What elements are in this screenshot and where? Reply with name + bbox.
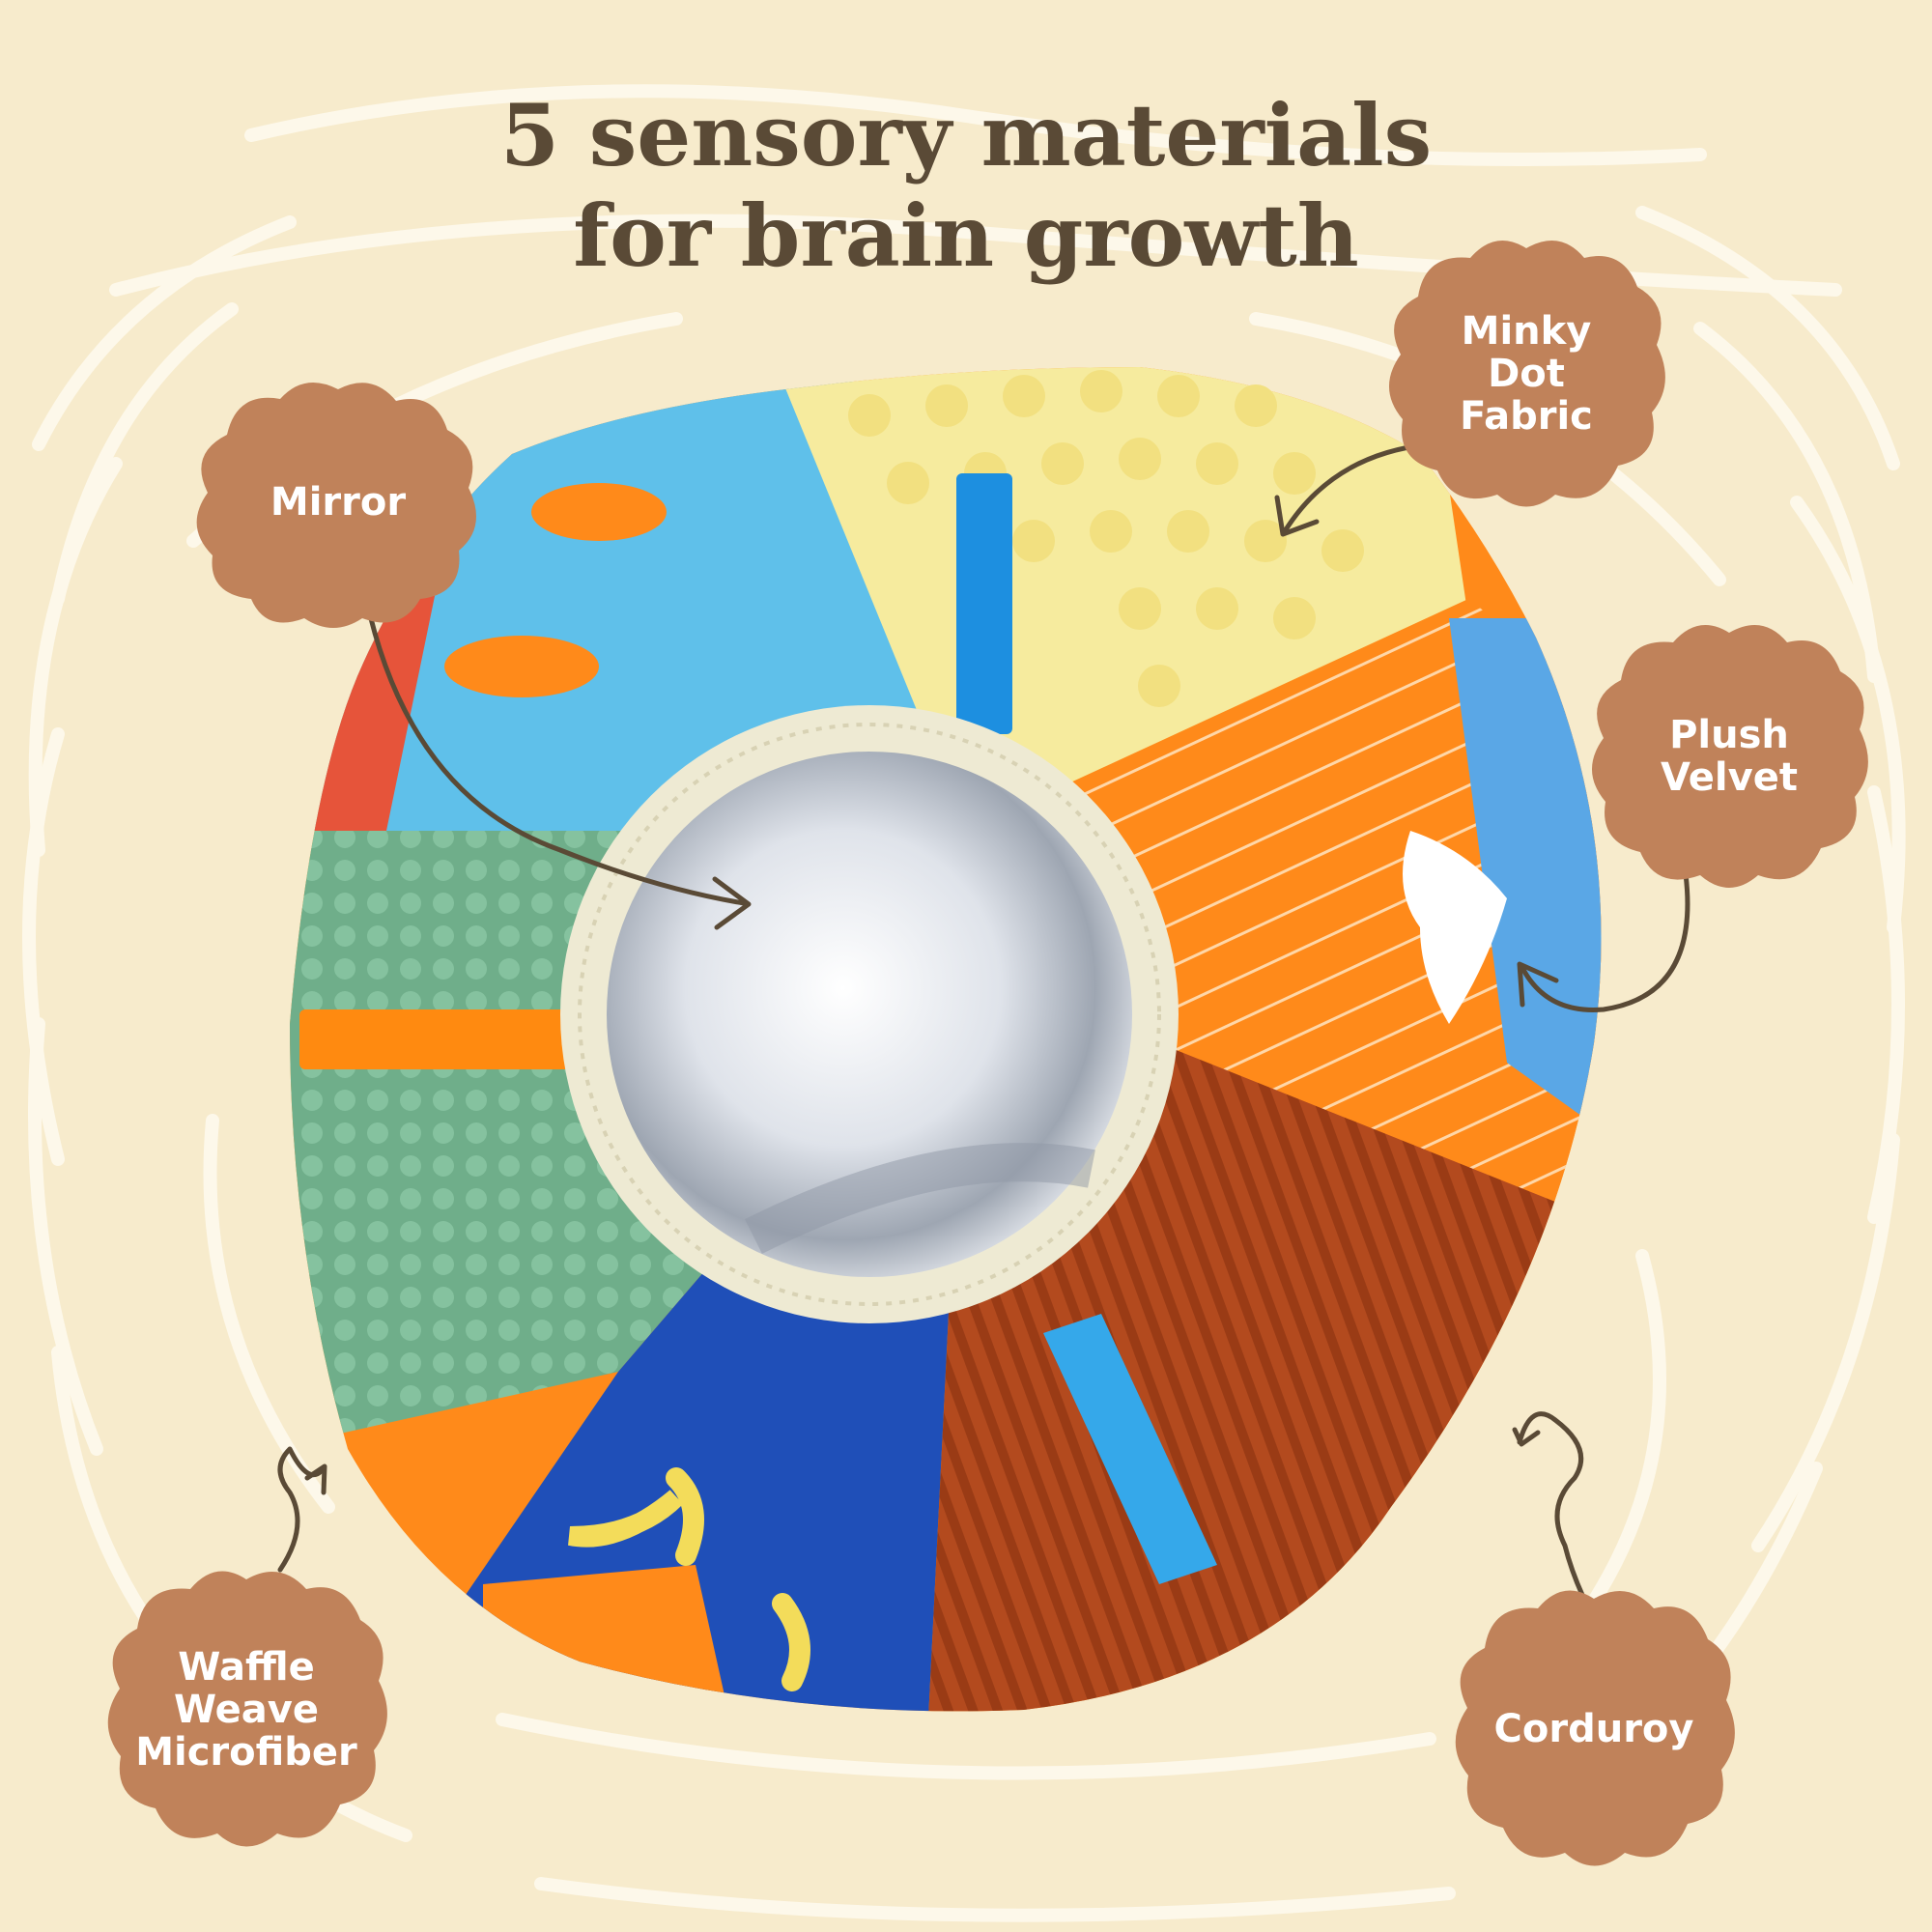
badge-waffle-weave-label: Waffle Weave Microfiber: [135, 1645, 357, 1775]
badge-minky-dot-label: Minky Dot Fabric: [1460, 309, 1593, 439]
headline-line-2: for brain growth: [573, 185, 1359, 286]
badge-blob-icon: [1591, 625, 1868, 888]
headline-line-1: 5 sensory materials: [499, 85, 1433, 185]
badge-plush-velvet: Plush Velvet: [1584, 618, 1874, 894]
badge-blob-icon: [1388, 241, 1665, 507]
badge-blob-icon: [1455, 1590, 1735, 1866]
badge-waffle-weave: Waffle Weave Microfiber: [101, 1565, 391, 1855]
badge-blob-icon: [196, 382, 477, 628]
badge-mirror-label: Mirror: [270, 480, 407, 525]
badge-minky-dot: Minky Dot Fabric: [1381, 234, 1671, 514]
badge-blob-icon: [107, 1571, 387, 1847]
badge-plush-velvet-label: Plush Velvet: [1661, 712, 1798, 800]
badge-corduroy: Corduroy: [1449, 1584, 1739, 1874]
headline: 5 sensory materials for brain growth: [0, 85, 1932, 286]
badge-mirror: Mirror: [188, 372, 488, 633]
badge-corduroy-label: Corduroy: [1493, 1707, 1694, 1751]
